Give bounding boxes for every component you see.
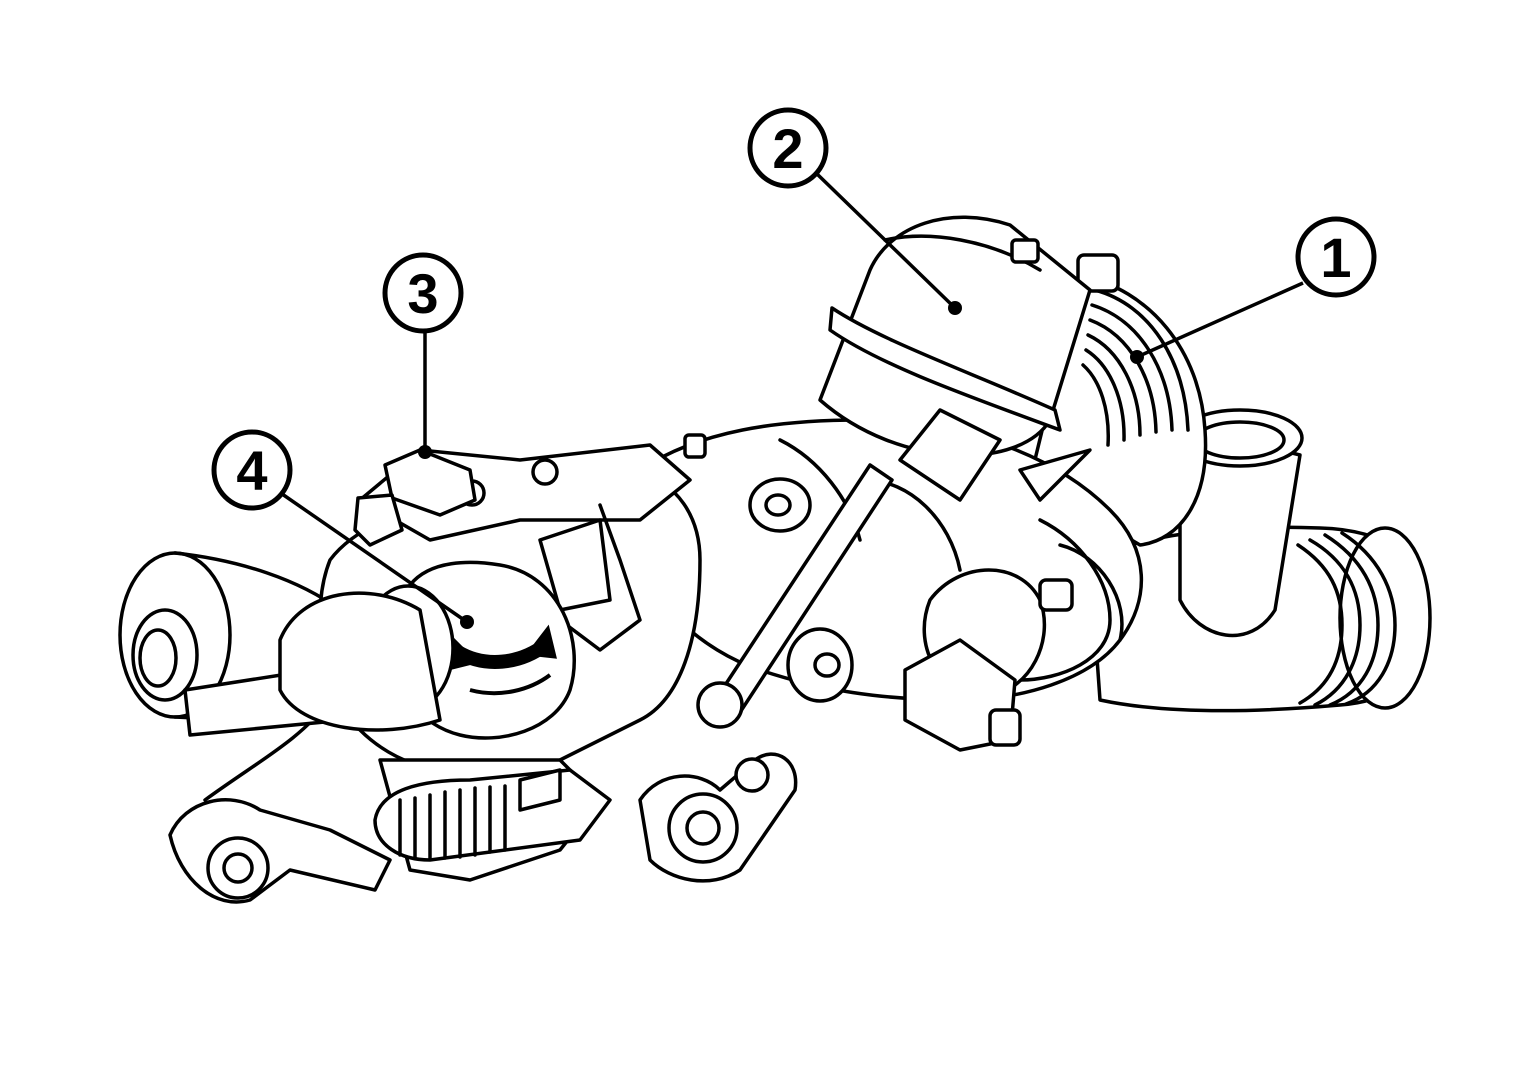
leader-line-1	[1136, 281, 1304, 359]
lower-left-arm	[168, 698, 392, 904]
callout-2: 2	[747, 107, 829, 189]
leader-lines	[271, 170, 1304, 624]
callout-number-2: 2	[772, 117, 803, 180]
callout-number-3: 3	[407, 262, 438, 325]
callout-1: 1	[1295, 216, 1377, 298]
mounting-bracket-right	[903, 578, 1074, 752]
leader-dot-1	[1130, 350, 1144, 364]
assembly-line-art	[118, 215, 1432, 904]
leader-dot-2	[948, 301, 962, 315]
leader-line-4	[271, 485, 468, 624]
leader-dot-4	[460, 615, 474, 629]
leader-line-2	[813, 170, 957, 310]
rotation-double-arrow-icon	[450, 624, 557, 696]
leader-dots	[418, 301, 1144, 629]
vertical-pipe-stub	[1176, 408, 1304, 638]
pivot-joints	[683, 433, 854, 703]
lower-link	[638, 752, 798, 883]
callouts: 1 2 3 4	[211, 107, 1377, 511]
callout-4: 4	[211, 429, 293, 511]
lower-spring	[373, 768, 612, 862]
callout-number-4: 4	[236, 439, 267, 502]
linkage-rod	[696, 463, 894, 729]
ball-valve	[278, 560, 576, 740]
callout-number-1: 1	[1320, 226, 1351, 289]
leader-dot-3	[418, 445, 432, 459]
callout-3: 3	[382, 252, 464, 334]
top-mount	[353, 448, 477, 547]
actuator-cylinder	[818, 215, 1092, 502]
